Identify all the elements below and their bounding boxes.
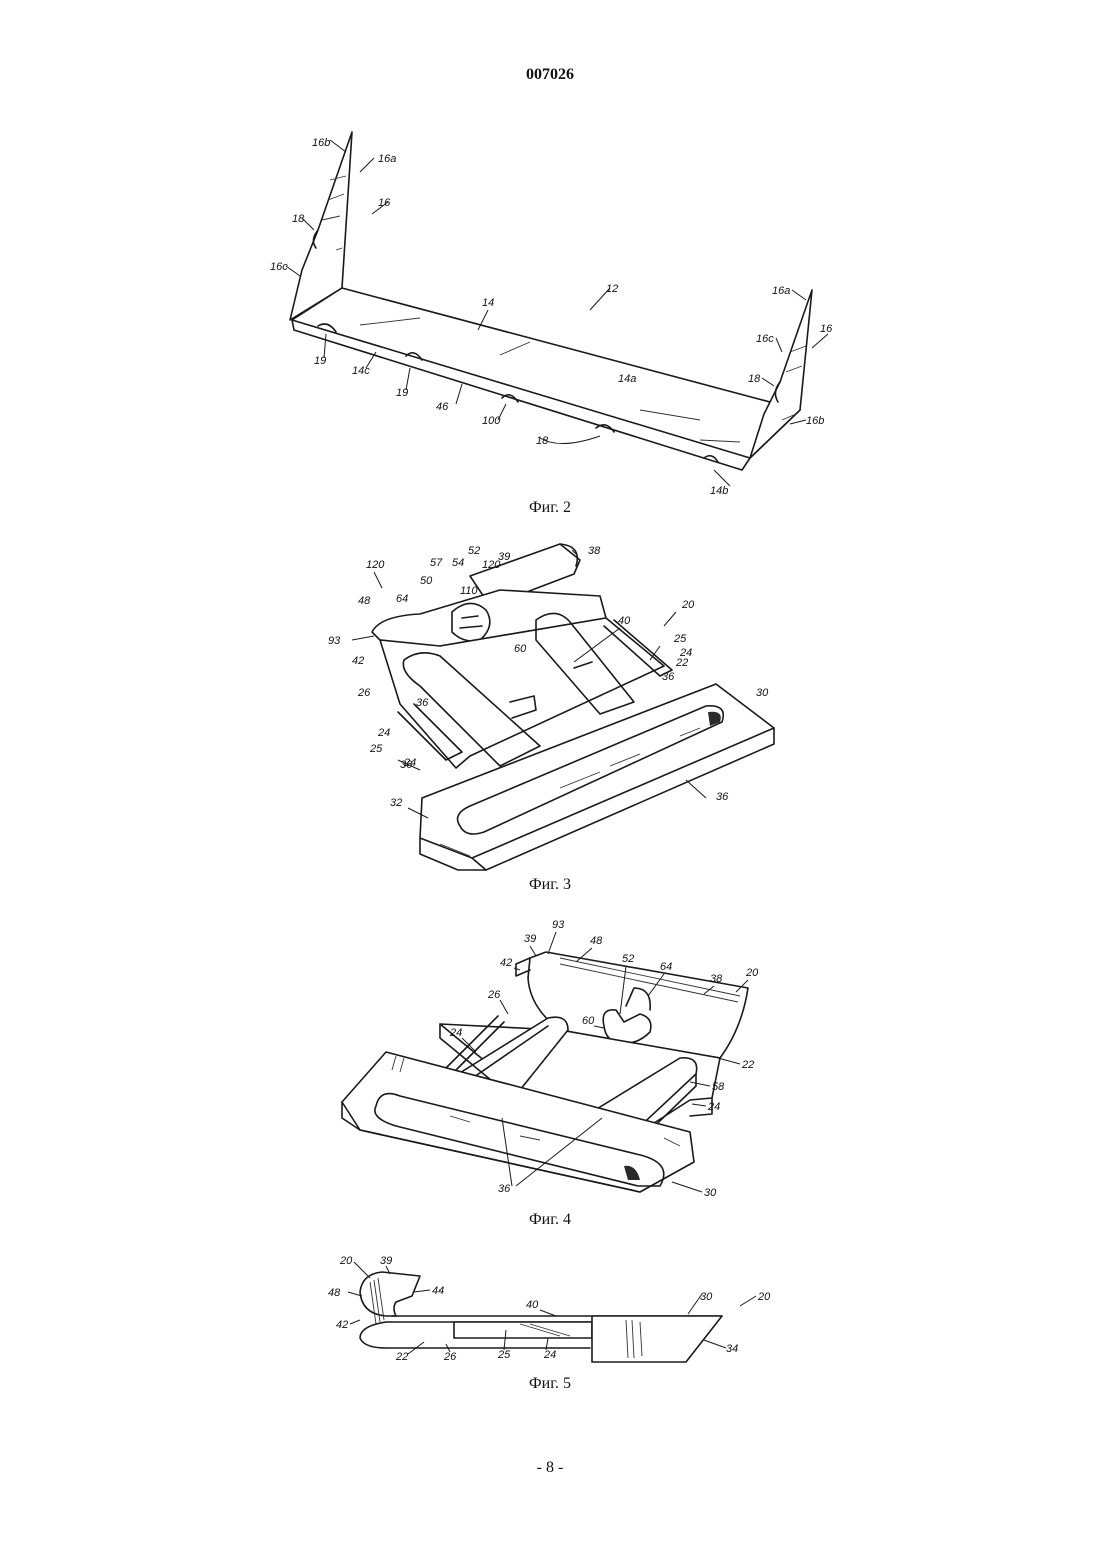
fig3-label: 120 xyxy=(366,559,385,571)
figure-5-caption: Фиг. 5 xyxy=(0,1375,1100,1393)
fig4-label: 93 xyxy=(552,919,565,931)
figure-4-drawing: 39 93 48 42 26 52 64 38 20 24 60 22 58 2… xyxy=(0,918,1100,1218)
fig4-label: 26 xyxy=(487,989,501,1001)
fig5-label: 34 xyxy=(726,1343,738,1355)
fig2-label: 16 xyxy=(378,197,391,209)
fig3-label: 54 xyxy=(452,557,464,569)
fig3-label: 25 xyxy=(369,743,383,755)
fig2-label: 12 xyxy=(606,283,618,295)
fig5-label: 40 xyxy=(526,1299,539,1311)
fig5-label: 22 xyxy=(395,1351,408,1363)
figure-2-caption: Фиг. 2 xyxy=(0,499,1100,517)
fig3-label: 93 xyxy=(328,635,341,647)
fig3-label: 36 xyxy=(716,791,729,803)
fig3-label: 120 xyxy=(482,559,501,571)
fig4-label: 20 xyxy=(745,967,759,979)
fig4-label: 39 xyxy=(524,933,536,945)
fig5-label: 42 xyxy=(336,1319,348,1331)
fig3-label: 32 xyxy=(390,797,402,809)
fig2-label: 46 xyxy=(436,401,449,413)
fig2-label: 16a xyxy=(772,285,790,297)
fig4-label: 38 xyxy=(710,973,723,985)
fig4-label: 52 xyxy=(622,953,634,965)
fig2-label: 16b xyxy=(312,137,330,149)
fig5-label: 24 xyxy=(543,1349,556,1361)
fig2-label: 16b xyxy=(806,415,824,427)
figure-4-caption: Фиг. 4 xyxy=(0,1211,1100,1229)
fig4-label: 22 xyxy=(741,1059,754,1071)
fig5-label: 48 xyxy=(328,1287,341,1299)
fig3-label: 36 xyxy=(416,697,429,709)
fig3-label: 60 xyxy=(514,643,527,655)
figure-5-drawing: 20 39 44 48 42 40 30 20 22 26 25 24 34 xyxy=(0,1252,1100,1372)
fig4-label: 30 xyxy=(704,1187,717,1199)
fig3-label: 36 xyxy=(400,759,413,771)
fig2-label: 100 xyxy=(482,415,501,427)
fig3-label: 50 xyxy=(420,575,433,587)
fig3-label: 25 xyxy=(673,633,687,645)
fig5-label: 20 xyxy=(757,1291,771,1303)
fig4-label: 24 xyxy=(449,1027,462,1039)
fig3-label: 36 xyxy=(662,671,675,683)
fig4-label: 36 xyxy=(498,1183,511,1195)
fig3-label: 30 xyxy=(756,687,769,699)
fig5-label: 26 xyxy=(443,1351,457,1363)
fig3-label: 48 xyxy=(358,595,371,607)
fig2-label: 16c xyxy=(270,261,288,273)
fig4-label: 48 xyxy=(590,935,603,947)
fig2-label: 18 xyxy=(748,373,761,385)
fig3-label: 110 xyxy=(460,585,478,597)
fig5-label: 20 xyxy=(339,1255,353,1267)
fig4-label: 64 xyxy=(660,961,672,973)
fig2-label: 14b xyxy=(710,485,728,497)
fig4-label: 58 xyxy=(712,1081,725,1093)
figure-2-drawing: 16b 16a 16 18 16c 14 12 16a 16c 16 18 16… xyxy=(0,120,1100,500)
document-number: 007026 xyxy=(0,66,1100,84)
figure-3-drawing: 120 57 54 52 39 38 50 110 120 48 64 60 9… xyxy=(0,536,1100,876)
fig5-label: 30 xyxy=(700,1291,713,1303)
fig3-label: 20 xyxy=(681,599,695,611)
fig4-label: 24 xyxy=(707,1101,720,1113)
fig2-label: 14a xyxy=(618,373,636,385)
fig5-label: 44 xyxy=(432,1285,444,1297)
fig3-label: 64 xyxy=(396,593,408,605)
figure-3-caption: Фиг. 3 xyxy=(0,876,1100,894)
fig4-label: 60 xyxy=(582,1015,595,1027)
fig3-label: 22 xyxy=(675,657,688,669)
fig2-label: 14 xyxy=(482,297,494,309)
fig3-label: 57 xyxy=(430,557,443,569)
fig5-label: 39 xyxy=(380,1255,392,1267)
fig3-label: 40 xyxy=(618,615,631,627)
fig3-label: 52 xyxy=(468,545,480,557)
fig2-label: 16c xyxy=(756,333,774,345)
fig3-label: 26 xyxy=(357,687,371,699)
fig2-label: 16a xyxy=(378,153,396,165)
fig2-label: 16 xyxy=(820,323,833,335)
fig4-label: 42 xyxy=(500,957,512,969)
page-number: - 8 - xyxy=(0,1459,1100,1477)
fig3-label: 38 xyxy=(588,545,601,557)
fig3-label: 42 xyxy=(352,655,364,667)
fig5-label: 25 xyxy=(497,1349,511,1361)
fig3-label: 24 xyxy=(377,727,390,739)
fig2-label: 14c xyxy=(352,365,370,377)
